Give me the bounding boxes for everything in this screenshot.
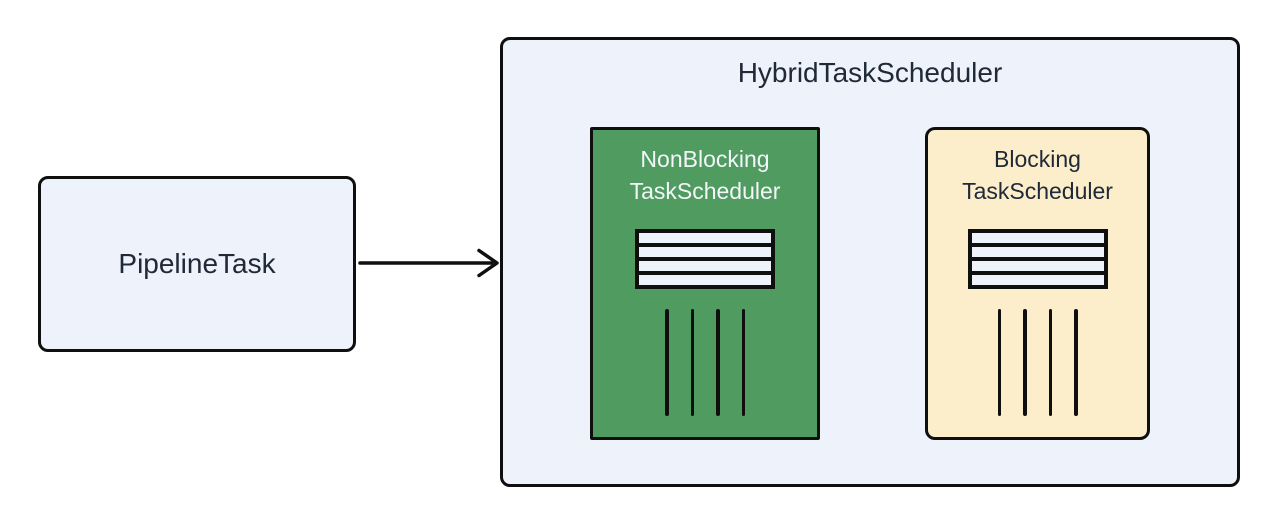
queue-row: [971, 261, 1104, 271]
queue-row: [639, 233, 771, 243]
worker-threads-icon: [665, 309, 745, 416]
node-nonblocking-task-scheduler: NonBlocking TaskScheduler: [590, 127, 820, 440]
blocking-label-line1: Blocking: [994, 146, 1081, 172]
queue-row: [971, 275, 1104, 285]
thread-line: [716, 309, 720, 416]
task-queue-icon: [635, 229, 775, 289]
thread-line: [1048, 309, 1052, 416]
thread-line: [1074, 309, 1078, 416]
thread-line: [741, 309, 745, 416]
task-queue-icon: [967, 229, 1108, 289]
queue-row: [971, 233, 1104, 243]
node-blocking-task-scheduler: Blocking TaskScheduler: [925, 127, 1150, 440]
thread-line: [997, 309, 1001, 416]
nonblocking-task-scheduler-label: NonBlocking TaskScheduler: [593, 143, 817, 207]
node-pipeline-task: PipelineTask: [38, 176, 356, 352]
queue-row: [639, 247, 771, 257]
queue-row: [971, 247, 1104, 257]
worker-threads-icon: [997, 309, 1078, 416]
blocking-task-scheduler-label: Blocking TaskScheduler: [928, 143, 1147, 207]
queue-row: [639, 261, 771, 271]
node-hybrid-task-scheduler: HybridTaskScheduler NonBlocking TaskSche…: [500, 37, 1240, 487]
nonblocking-label-line2: TaskScheduler: [629, 178, 781, 204]
queue-row: [639, 275, 771, 285]
blocking-label-line2: TaskScheduler: [962, 178, 1113, 204]
flow-arrow-icon: [358, 248, 499, 278]
hybrid-task-scheduler-title: HybridTaskScheduler: [737, 57, 1003, 88]
thread-line: [690, 309, 694, 416]
thread-line: [1023, 309, 1027, 416]
nonblocking-label-line1: NonBlocking: [640, 146, 770, 172]
thread-line: [665, 309, 669, 416]
pipeline-task-label: PipelineTask: [118, 248, 276, 279]
